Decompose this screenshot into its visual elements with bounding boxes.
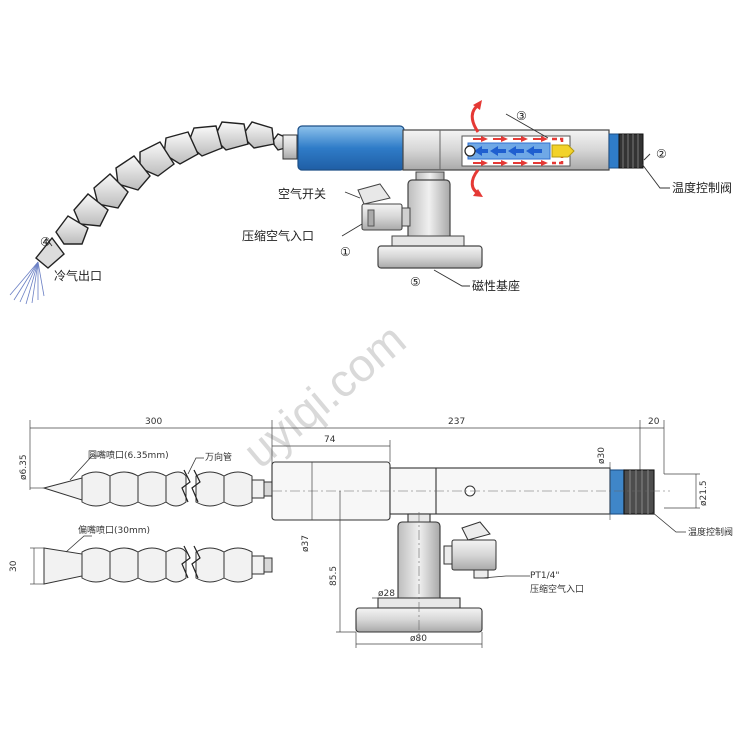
magnetic-base (377, 171, 483, 269)
dim-20: 20 (648, 417, 660, 427)
hose-flat-nozzle (43, 547, 273, 585)
dim-237: 237 (448, 417, 465, 427)
hose-round-nozzle (42, 471, 273, 507)
dim-dia-6-35: ø6.35 (19, 454, 29, 480)
dim-74: 74 (324, 435, 336, 445)
dim-dia-37: ø37 (301, 535, 311, 552)
air-switch (357, 183, 411, 231)
watermark: uyiqi.com (233, 313, 415, 478)
dim-300: 300 (145, 417, 162, 427)
callout-4-number: ④ (40, 235, 51, 249)
callout-2-number: ② (656, 147, 667, 161)
air-switch-label: 空气开关 (278, 186, 326, 201)
cold-flow-arrows (474, 146, 542, 156)
dim-dia-21-5: ø21.5 (699, 480, 709, 506)
callout-5-label: 磁性基座 (472, 278, 520, 293)
flexible-hose (35, 121, 293, 269)
flat-nozzle-label: 偏嘴喷口(30mm) (78, 524, 150, 536)
callout-2-label: 温度控制阀 (672, 180, 732, 195)
callout-5-number: ⑤ (410, 275, 421, 289)
callout-1-label: 压缩空气入口 (242, 228, 314, 243)
callout-3-number: ③ (516, 109, 527, 123)
callout-4-label: 冷气出口 (54, 268, 102, 283)
technical-drawing: 300 237 20 74 ø6.35 ø30 圆嘴喷口(6.35mm) 万向管 (9, 417, 733, 648)
dim-30-width: 30 (9, 560, 19, 572)
round-nozzle-label: 圆嘴喷口(6.35mm) (88, 450, 169, 461)
valve-blue-ring (608, 133, 620, 169)
callout-1-number: ① (340, 245, 351, 259)
drawing-valve-label: 温度控制阀 (688, 526, 733, 538)
dim-dia-28: ø28 (378, 589, 395, 599)
cold-air-spray (9, 261, 45, 305)
flex-hose-label: 万向管 (205, 451, 232, 463)
inlet-hole (464, 145, 476, 157)
dim-85-5: 85.5 (329, 566, 339, 586)
top-illustration: ③ ② 温度控制阀 空气开关 压缩空气入口 ① ④ 冷气出口 ⑤ 磁性基座 (9, 100, 732, 305)
thread-label: PT1/4" (530, 571, 560, 581)
dim-dia-30: ø30 (597, 447, 607, 464)
cold-end-cylinder (297, 125, 405, 171)
valve-plug (551, 144, 575, 158)
inlet-label: 压缩空气入口 (530, 583, 584, 595)
dim-dia-80: ø80 (410, 634, 427, 644)
hot-flow-arrows (473, 136, 548, 166)
drawing-inlet-valve (443, 521, 497, 579)
hose-fitting (282, 134, 298, 160)
